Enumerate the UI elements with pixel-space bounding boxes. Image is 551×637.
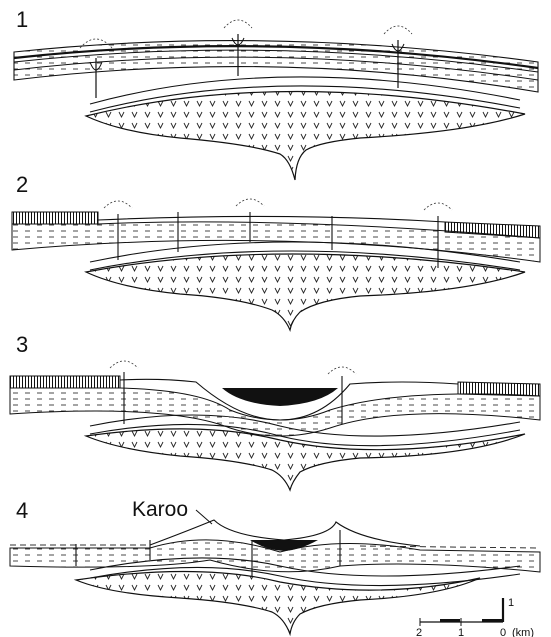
panel-3-basalt-left <box>10 376 120 388</box>
panel-1-number: 1 <box>16 7 28 32</box>
panel-3-crater-fill <box>222 388 338 406</box>
scale-tick-1: 1 <box>458 627 464 637</box>
panel-2-intrusion <box>86 254 525 330</box>
scale-vertical-label: 1 <box>508 597 514 609</box>
scale-unit: (km) <box>512 627 534 637</box>
scale-tick-2: 2 <box>416 627 422 637</box>
panel-3-number: 3 <box>16 332 28 357</box>
panel-1: 1 <box>14 7 538 180</box>
panel-2: 2 <box>12 172 540 330</box>
panel-4-number: 4 <box>16 498 28 523</box>
panel-2-number: 2 <box>16 172 28 197</box>
panel-1-strata <box>14 41 538 92</box>
panel-4: 4 Karoo <box>10 498 540 634</box>
scale-tick-0: 0 <box>500 627 506 637</box>
karoo-label: Karoo <box>132 498 188 521</box>
panel-1-intrusion <box>86 91 525 180</box>
panel-4-intrusion <box>76 571 480 634</box>
panel-3: 3 <box>10 332 540 490</box>
scale-bar-solid-segment <box>440 619 460 622</box>
panel-2-basalt-left <box>12 212 98 224</box>
panel-3-intrusion <box>86 429 525 490</box>
scale-bar: 2 1 0 (km) 1 <box>416 597 534 637</box>
